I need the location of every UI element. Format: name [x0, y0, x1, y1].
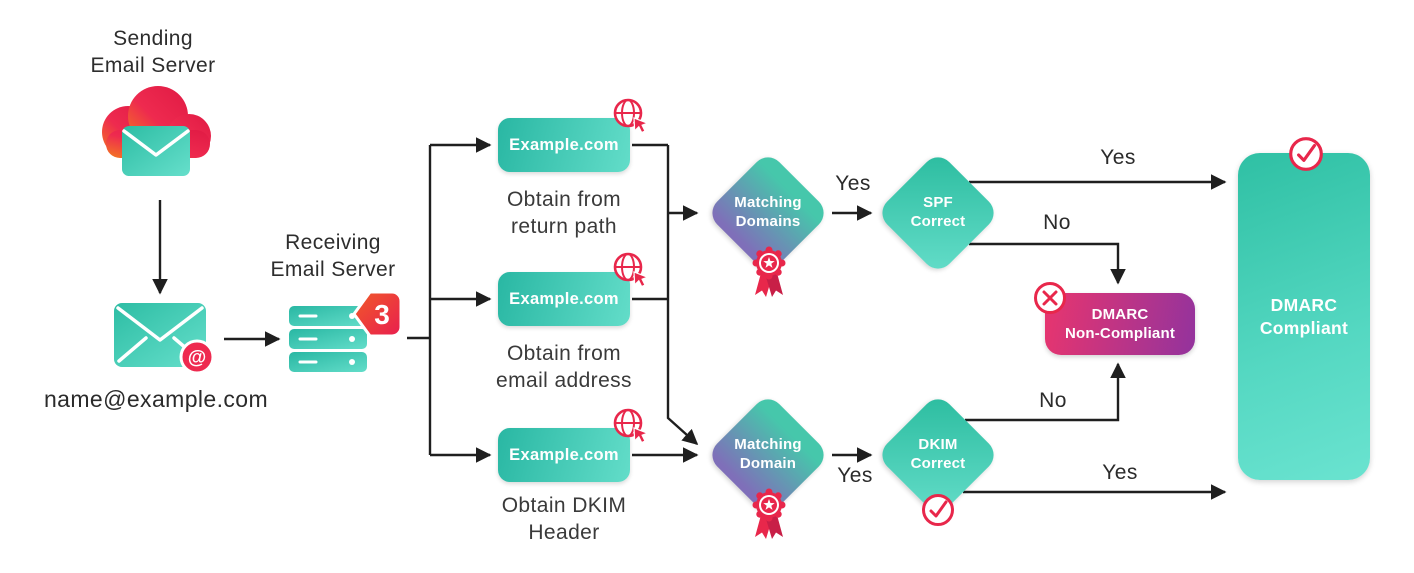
- caption-dkim-header: Obtain DKIM Header: [501, 494, 627, 544]
- sender-address: name@example.com: [43, 386, 269, 412]
- decision-dkim-correct-label: DKIM Correct: [910, 436, 966, 472]
- caption-return-path: Obtain from return path: [506, 188, 622, 238]
- rosette-badge-icon: [747, 485, 791, 541]
- domain-box-return-path-label: Example.com: [509, 135, 619, 154]
- outcome-dmarc-compliant: DMARC Compliant: [1238, 153, 1370, 480]
- x-circle-icon: [1032, 280, 1068, 316]
- outcome-dmarc-non-compliant: DMARC Non-Compliant: [1045, 293, 1195, 355]
- edge-label-dkim-no: No: [1039, 389, 1067, 412]
- edge-label-matching-domain-yes: Yes: [837, 464, 873, 487]
- edge-label-matching-domains-yes: Yes: [835, 172, 871, 195]
- globe-cursor-icon: [610, 406, 652, 448]
- arrow-dkim-no-to-non-compliant: [965, 362, 1126, 422]
- server-count-badge: 3: [348, 286, 406, 342]
- email-envelope-icon: @: [112, 300, 217, 378]
- domain-box-return-path: Example.com: [498, 118, 630, 172]
- globe-cursor-icon: [610, 250, 652, 292]
- domain-box-dkim-header-label: Example.com: [509, 445, 619, 464]
- edge-label-dkim-yes: Yes: [1102, 461, 1138, 484]
- decision-matching-domains-label: Matching Domains: [734, 194, 802, 230]
- sending-server-title: Sending Email Server: [90, 27, 216, 77]
- server-icon: [286, 296, 370, 380]
- arrow-spf-no-to-non-compliant: [969, 242, 1126, 285]
- globe-cursor-icon: [610, 96, 652, 138]
- check-circle-icon: [920, 492, 956, 528]
- decision-spf-correct-label: SPF Correct: [910, 194, 966, 230]
- rosette-badge-icon: [747, 243, 791, 299]
- domain-box-email-address-label: Example.com: [509, 289, 619, 308]
- decision-matching-domain-label: Matching Domain: [734, 436, 802, 472]
- domain-box-email-address: Example.com: [498, 272, 630, 326]
- outcome-dmarc-non-compliant-label: DMARC Non-Compliant: [1064, 305, 1176, 343]
- caption-email-address: Obtain from email address: [496, 342, 632, 392]
- domain-box-dkim-header: Example.com: [498, 428, 630, 482]
- server-count-label: 3: [374, 299, 390, 330]
- arrow-box2-to-matching-domain: [666, 299, 699, 446]
- edge-label-spf-no: No: [1043, 211, 1071, 234]
- check-circle-icon: [1287, 135, 1325, 173]
- cloud-mail-icon: [92, 84, 220, 192]
- at-badge-glyph: @: [188, 348, 207, 369]
- receiving-server-title: Receiving Email Server: [270, 231, 396, 281]
- edge-label-spf-yes: Yes: [1100, 146, 1136, 169]
- outcome-dmarc-compliant-label: DMARC Compliant: [1259, 294, 1349, 338]
- at-badge-icon: [179, 339, 215, 375]
